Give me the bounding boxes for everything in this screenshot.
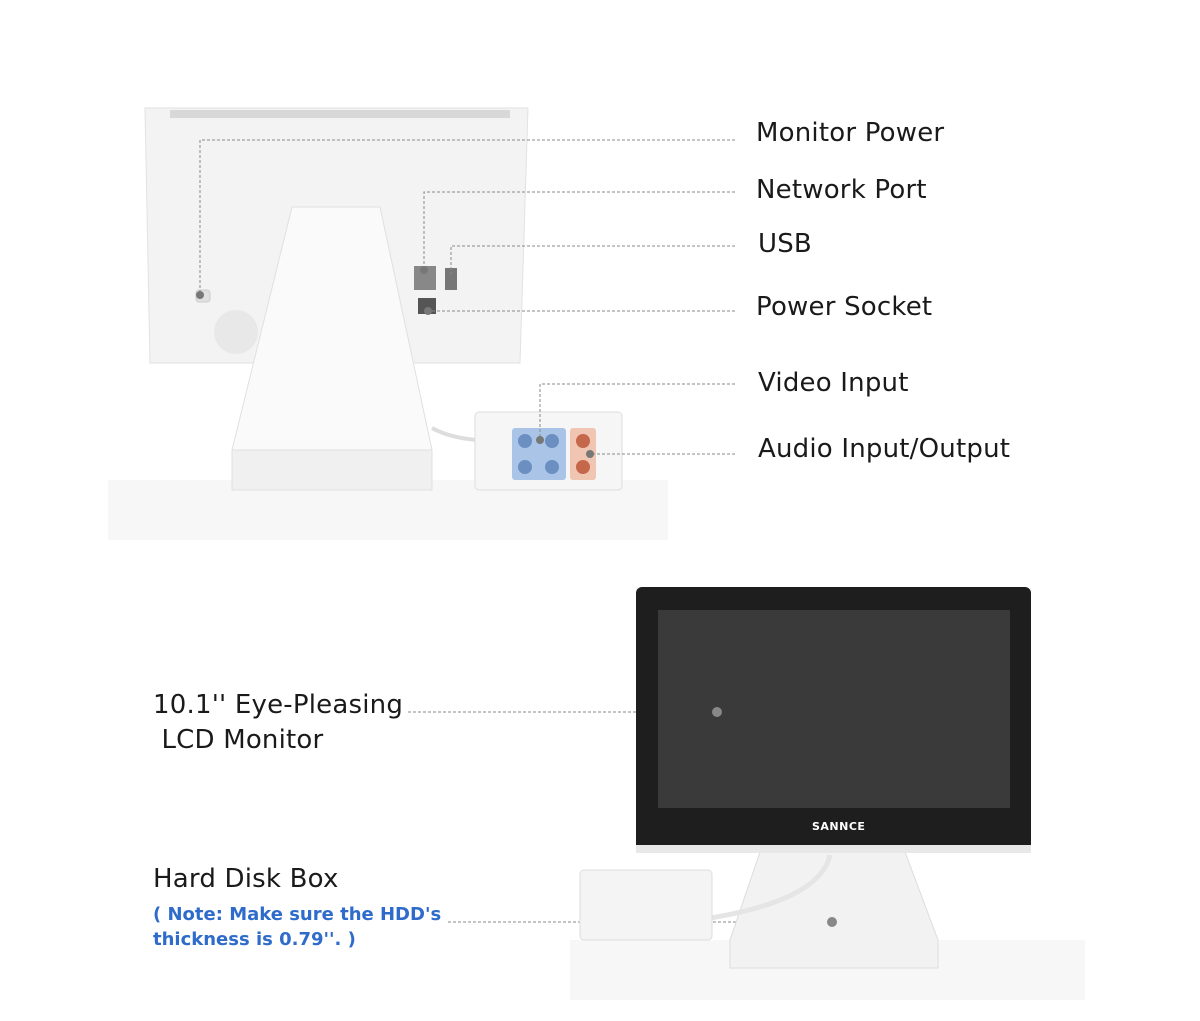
- callout-monitor-power: Monitor Power: [756, 118, 945, 148]
- hdd-note-line2: thickness is 0.79''. ): [153, 929, 356, 950]
- lcd-screen: [658, 610, 1010, 808]
- monitor-label-line2: LCD Monitor: [153, 725, 324, 755]
- speaker-grille: [214, 310, 258, 354]
- callout-video-input: Video Input: [758, 368, 909, 398]
- front-monitor: [570, 587, 1085, 1000]
- rear-monitor: [108, 107, 668, 540]
- monitor-label-line1: 10.1'' Eye-Pleasing: [153, 690, 404, 720]
- callout-audio-io: Audio Input/Output: [758, 434, 1011, 464]
- hdd-box-front: [579, 869, 713, 941]
- hdd-label: Hard Disk Box: [153, 864, 339, 894]
- video-input-ports: [512, 428, 566, 480]
- hdd-note-line1: ( Note: Make sure the HDD's: [153, 904, 442, 925]
- callout-network-port: Network Port: [756, 175, 927, 205]
- network-port-icon: [414, 266, 436, 290]
- brand-logo: SANNCE: [812, 820, 866, 833]
- callout-power-socket: Power Socket: [756, 292, 933, 322]
- callout-usb: USB: [758, 229, 812, 259]
